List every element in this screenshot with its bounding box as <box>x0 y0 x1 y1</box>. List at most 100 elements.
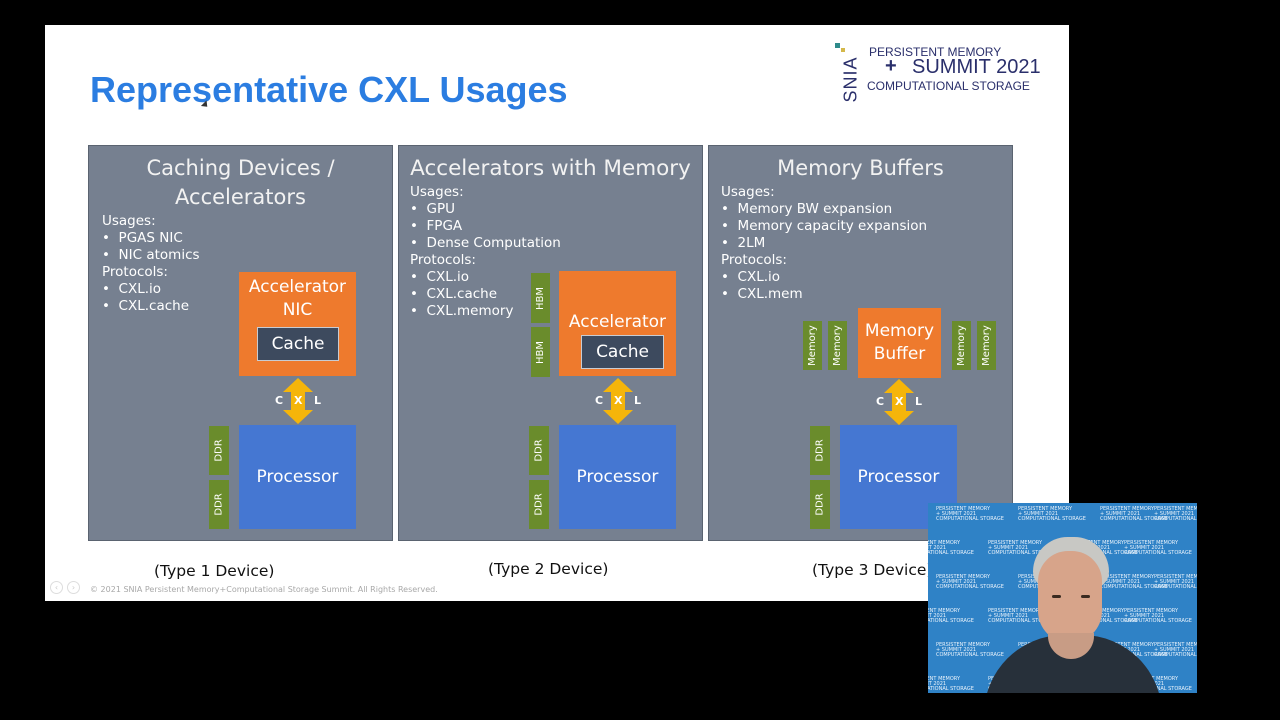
device-label-line: Accelerator <box>568 312 667 332</box>
device-label-line: Buffer <box>873 344 926 364</box>
protocol-item: • CXL.mem <box>721 286 803 302</box>
presenter-eye <box>1052 595 1061 598</box>
panel-title-line: Caching Devices / <box>146 156 335 180</box>
backdrop-logo-text: PERSISTENT MEMORY+ SUMMIT 2021COMPUTATIO… <box>1154 506 1197 522</box>
cxl-link-icon: C X L <box>854 379 944 425</box>
cxl-letter: C <box>275 394 284 407</box>
backdrop-logo-text: PERSISTENT MEMORY+ SUMMIT 2021COMPUTATIO… <box>1154 642 1197 658</box>
cxl-letter: X <box>895 395 904 408</box>
usage-item-text: FPGA <box>426 218 463 234</box>
ddr-module: DDR <box>209 426 229 475</box>
type-label: (Type 3 Device) <box>812 561 933 579</box>
ddr-module: DDR <box>529 426 549 475</box>
panel-title-line: Accelerators with Memory <box>410 156 691 181</box>
panel-type1: Caching Devices / Accelerators Usages: •… <box>88 145 393 541</box>
presenter-face <box>1038 551 1102 643</box>
prev-slide-icon[interactable]: ‹ <box>50 581 63 594</box>
backdrop-logo-text: PERSISTENT MEMORY+ SUMMIT 2021COMPUTATIO… <box>928 608 974 624</box>
ddr-module: DDR <box>529 480 549 529</box>
device-label-line: Memory <box>864 321 935 341</box>
slide-title: Representative CXL Usages <box>90 69 568 110</box>
protocol-item: • CXL.memory <box>410 303 514 319</box>
module-label: Memory <box>807 325 819 366</box>
presenter-eye <box>1081 595 1090 598</box>
ddr-module: DDR <box>810 480 830 529</box>
usage-item-text: 2LM <box>737 235 766 251</box>
protocol-item: • CXL.io <box>721 269 781 285</box>
protocols-header: Protocols: <box>410 252 476 268</box>
backdrop-logo-text: PERSISTENT MEMORY+ SUMMIT 2021COMPUTATIO… <box>1154 574 1197 590</box>
module-label: Memory <box>832 325 844 366</box>
cxl-link-icon: C X L <box>573 378 663 424</box>
cxl-letter: X <box>294 394 303 407</box>
usage-item-text: PGAS NIC <box>118 230 183 246</box>
next-slide-icon[interactable]: › <box>67 581 80 594</box>
ddr-module: DDR <box>209 480 229 529</box>
usage-item: • PGAS NIC <box>102 230 183 246</box>
usage-item-text: Memory capacity expansion <box>737 218 928 234</box>
module-label: Memory <box>981 325 993 366</box>
panel-type2: Accelerators with Memory Usages: • GPU •… <box>398 145 703 541</box>
logo-line-3: COMPUTATIONAL STORAGE <box>867 79 1030 93</box>
cxl-letter: X <box>614 394 623 407</box>
summit-logo: SNIA PERSISTENT MEMORY + SUMMIT 2021 COM… <box>835 43 1050 103</box>
usages-header: Usages: <box>410 184 464 200</box>
logo-snia-mark: SNIA <box>840 56 861 103</box>
ddr-module: DDR <box>810 426 830 475</box>
module-label: Memory <box>956 325 968 366</box>
accelerator-nic-block: Accelerator NIC Cache <box>239 272 356 376</box>
logo-plus: + <box>885 55 897 77</box>
logo-line-1: PERSISTENT MEMORY <box>869 45 1002 59</box>
memory-module: Memory <box>828 321 847 370</box>
presentation-slide: Representative CXL Usages SNIA PERSISTEN… <box>45 25 1069 601</box>
cache-block: Cache <box>581 335 664 369</box>
panel-title: Memory Buffers <box>709 154 1012 183</box>
type-label: (Type 1 Device) <box>154 562 275 580</box>
protocols-header: Protocols: <box>721 252 787 268</box>
module-label: DDR <box>533 493 545 516</box>
usage-item-text: NIC atomics <box>118 247 200 263</box>
panel-title-line: Accelerators <box>175 185 306 209</box>
device-label-line: Accelerator <box>248 277 347 297</box>
module-label: DDR <box>814 439 826 462</box>
usage-item-text: Dense Computation <box>426 235 561 251</box>
protocol-item: • CXL.io <box>410 269 470 285</box>
protocol-item-text: CXL.io <box>118 281 162 297</box>
usage-item: • FPGA <box>410 218 463 234</box>
memory-buffer-block: Memory Buffer <box>858 308 941 378</box>
cxl-letter: L <box>634 394 642 407</box>
panel-title: Accelerators with Memory <box>399 154 702 183</box>
protocol-item-text: CXL.mem <box>737 286 803 302</box>
accelerator-block: Accelerator Cache <box>559 271 676 376</box>
usages-header: Usages: <box>721 184 775 200</box>
memory-module: Memory <box>977 321 996 370</box>
hbm-module: HBM <box>531 273 550 323</box>
module-label: HBM <box>535 340 547 364</box>
panel-type3: Memory Buffers Usages: • Memory BW expan… <box>708 145 1013 541</box>
logo-line-2: SUMMIT 2021 <box>912 56 1041 78</box>
processor-block: Processor <box>239 425 356 529</box>
cxl-link-icon: C X L <box>253 378 343 424</box>
usage-item: • 2LM <box>721 235 766 251</box>
protocol-item-text: CXL.memory <box>426 303 514 319</box>
protocol-item: • CXL.io <box>102 281 162 297</box>
module-label: DDR <box>814 493 826 516</box>
cxl-letter: L <box>314 394 322 407</box>
module-label: DDR <box>213 439 225 462</box>
usages-header: Usages: <box>102 213 156 229</box>
device-label-line: NIC <box>282 300 313 320</box>
logo-dot-icon <box>841 48 845 52</box>
cxl-letter: L <box>915 395 923 408</box>
backdrop-logo-text: PERSISTENT MEMORY+ SUMMIT 2021COMPUTATIO… <box>928 540 974 556</box>
usage-item: • Memory BW expansion <box>721 201 893 217</box>
type-label: (Type 2 Device) <box>488 560 609 578</box>
usage-item: • Memory capacity expansion <box>721 218 928 234</box>
